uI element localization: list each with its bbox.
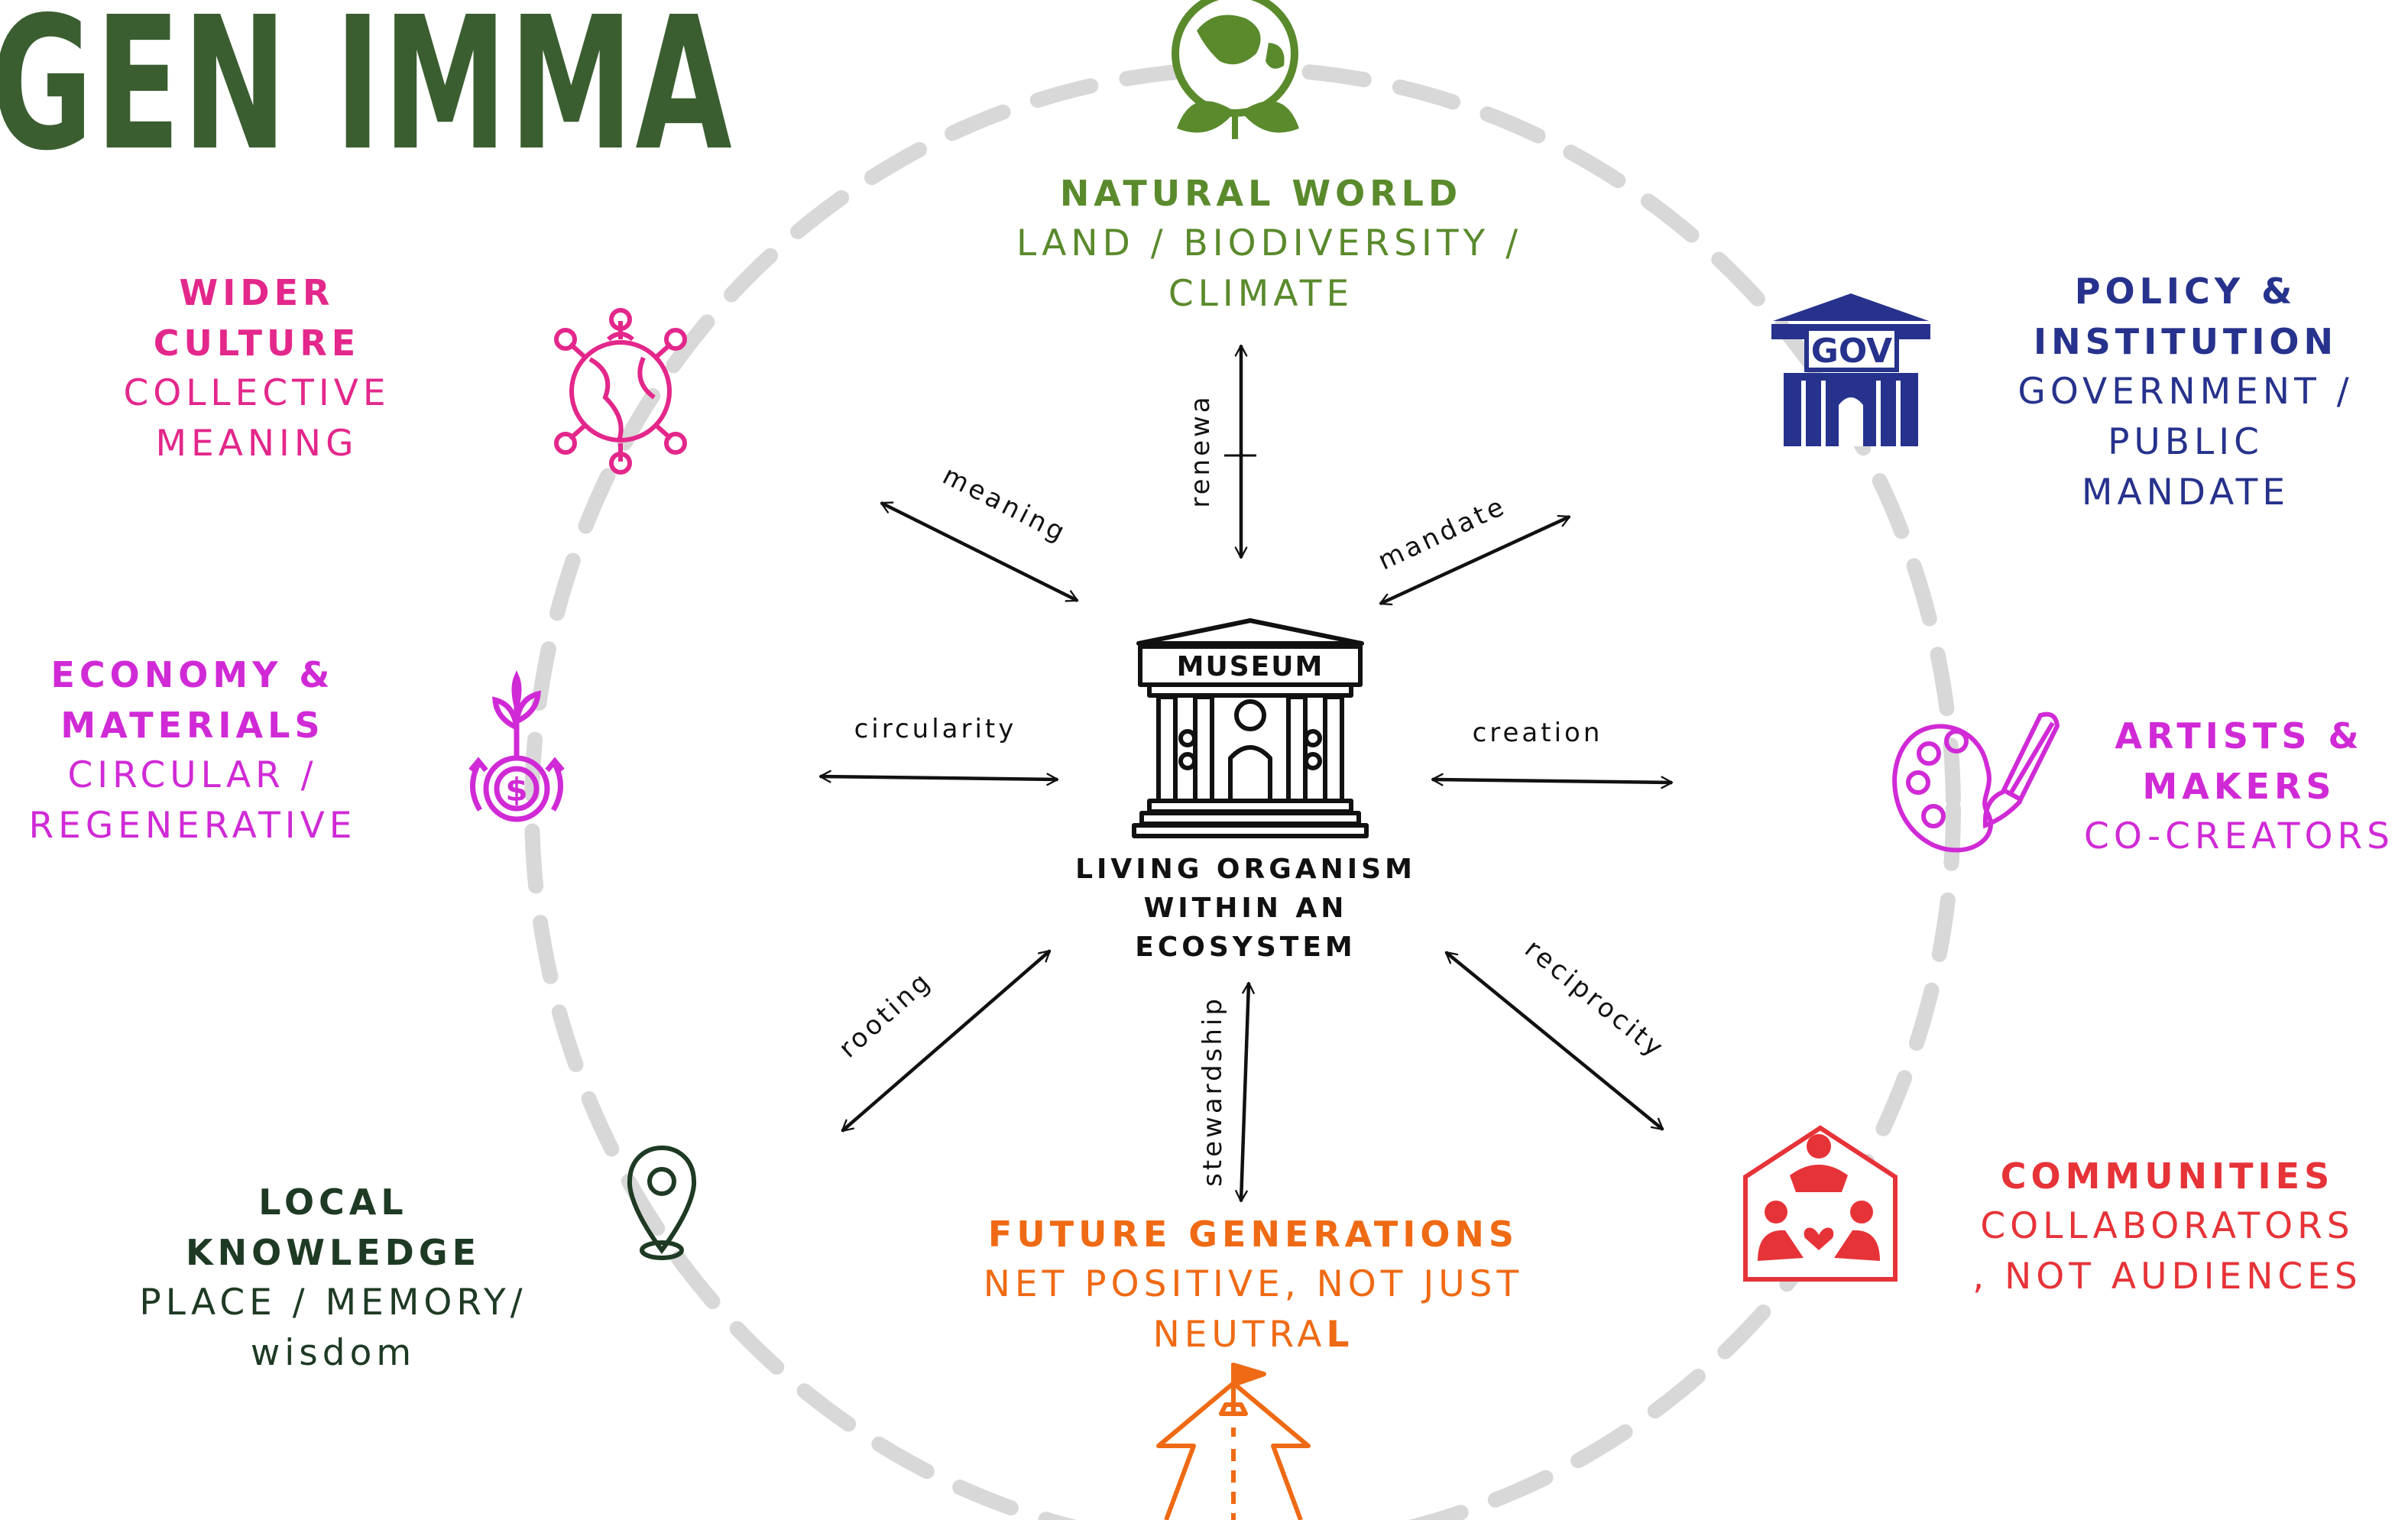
node-heading: WIDER <box>179 272 335 313</box>
arrow-communities <box>1444 951 1664 1131</box>
node-subtitle: MANDATE <box>2081 472 2290 514</box>
location-pin-icon <box>627 1145 697 1260</box>
center-label: LIVING ORGANISM WITHIN AN ECOSYSTEM <box>1039 850 1452 967</box>
page-title: GEN IMMA <box>0 0 734 191</box>
node-future-generations: FUTURE GENERATIONS NET POSITIVE, NOT JUST… <box>948 1209 1559 1360</box>
arrow-local <box>841 949 1052 1133</box>
relation-label-circularity: circularity <box>854 714 1017 744</box>
relation-label-reciprocity: reciprocity <box>1518 934 1671 1065</box>
center-label-line: LIVING ORGANISM <box>1075 854 1416 885</box>
money-plant-growth-icon: $ <box>468 670 565 822</box>
node-heading: FUTURE GENERATIONS <box>987 1214 1519 1255</box>
node-communities: COMMUNITIES COLLABORATORS , NOT AUDIENCES <box>1930 1151 2404 1302</box>
museum-building-icon: MUSEUM <box>1132 618 1369 838</box>
node-subtitle: COLLABORATORS <box>1980 1205 2355 1247</box>
relation-arrows <box>818 344 1674 1203</box>
relation-label-renewa: renewa <box>1185 394 1216 507</box>
arrow-wider-culture <box>880 501 1079 603</box>
node-subtitle: LAND / BIODIVERSITY / <box>1016 222 1523 264</box>
node-subtitle: COLLECTIVE <box>123 372 391 414</box>
node-heading: NATURAL WORLD <box>1059 173 1463 214</box>
node-subtitle: MEANING <box>155 423 358 465</box>
node-artists-makers: ARTISTS & MAKERS CO-CREATORS <box>2048 711 2408 862</box>
node-policy-institution: POLICY & INSTITUTION GOVERNMENT / PUBLIC MAN… <box>1941 266 2408 518</box>
globe-people-network-icon <box>554 308 687 475</box>
government-building-icon: GOV <box>1771 293 1930 446</box>
node-heading: MATERIALS <box>60 705 325 746</box>
node-heading: LOCAL <box>258 1181 408 1223</box>
node-heading: INSTITUTION <box>2033 321 2338 362</box>
node-subtitle: , NOT AUDIENCES <box>1972 1256 2362 1298</box>
arrow-future <box>1235 981 1255 1203</box>
node-wider-culture: WIDER CULTURE COLLECTIVE MEANING <box>50 267 463 469</box>
node-subtitle: PLACE / MEMORY/ <box>139 1282 527 1324</box>
node-heading: ECONOMY & <box>50 654 335 695</box>
node-subtitle: PUBLIC <box>2108 421 2264 463</box>
node-heading: KNOWLEDGE <box>185 1232 481 1273</box>
node-heading: COMMUNITIES <box>2000 1155 2335 1197</box>
node-subtitle: REGENERATIVE <box>28 805 357 847</box>
center-label-line: ECOSYSTEM <box>1135 932 1356 963</box>
arrow-artists <box>1431 773 1674 789</box>
node-heading: MAKERS <box>2142 766 2336 807</box>
museum-label: MUSEUM <box>1177 651 1324 682</box>
node-subtitle: NET POSITIVE, NOT JUST <box>983 1263 1524 1305</box>
coin-symbol: $ <box>505 771 527 809</box>
relation-label-rooting: rooting <box>833 965 938 1064</box>
community-house-icon <box>1743 1125 1898 1282</box>
node-heading: POLICY & <box>2074 271 2297 312</box>
node-subtitle-tail: L <box>1326 1314 1354 1356</box>
node-subtitle-text: NEUTRA <box>1152 1314 1327 1356</box>
node-subtitle: wisdom <box>250 1332 416 1374</box>
arrow-policy <box>1379 514 1571 606</box>
node-natural-world: NATURAL WORLD LAND / BIODIVERSITY / CLIMAT… <box>1016 168 1523 319</box>
road-flag-icon <box>1156 1363 1311 1520</box>
painter-palette-icon <box>1892 711 2060 853</box>
earth-leaves-icon <box>1172 0 1299 139</box>
relation-label-mandate: mandate <box>1373 491 1511 576</box>
center-label-line: WITHIN AN <box>1143 893 1348 924</box>
node-economy-materials: ECONOMY & MATERIALS CIRCULAR / REGENERATIVE <box>0 650 407 851</box>
node-subtitle: GOVERNMENT / <box>2017 371 2354 413</box>
gov-icon-text: GOV <box>1811 332 1892 371</box>
node-local-knowledge: LOCAL KNOWLEDGE PLACE / MEMORY/wisdom <box>89 1177 578 1379</box>
node-subtitle: CO-CREATORS <box>2084 815 2394 857</box>
relation-label-creation: creation <box>1473 718 1603 748</box>
node-heading: ARTISTS & <box>2115 715 2364 757</box>
node-subtitle: CLIMATE <box>1168 273 1354 315</box>
node-subtitle: CIRCULAR / <box>67 754 318 796</box>
node-subtitle: NEUTRAL <box>948 1310 1559 1360</box>
relation-label-meaning: meaning <box>938 460 1072 549</box>
relation-label-stewardship: stewardship <box>1198 996 1228 1187</box>
arrow-economy <box>818 770 1059 786</box>
node-heading: CULTURE <box>153 322 361 364</box>
